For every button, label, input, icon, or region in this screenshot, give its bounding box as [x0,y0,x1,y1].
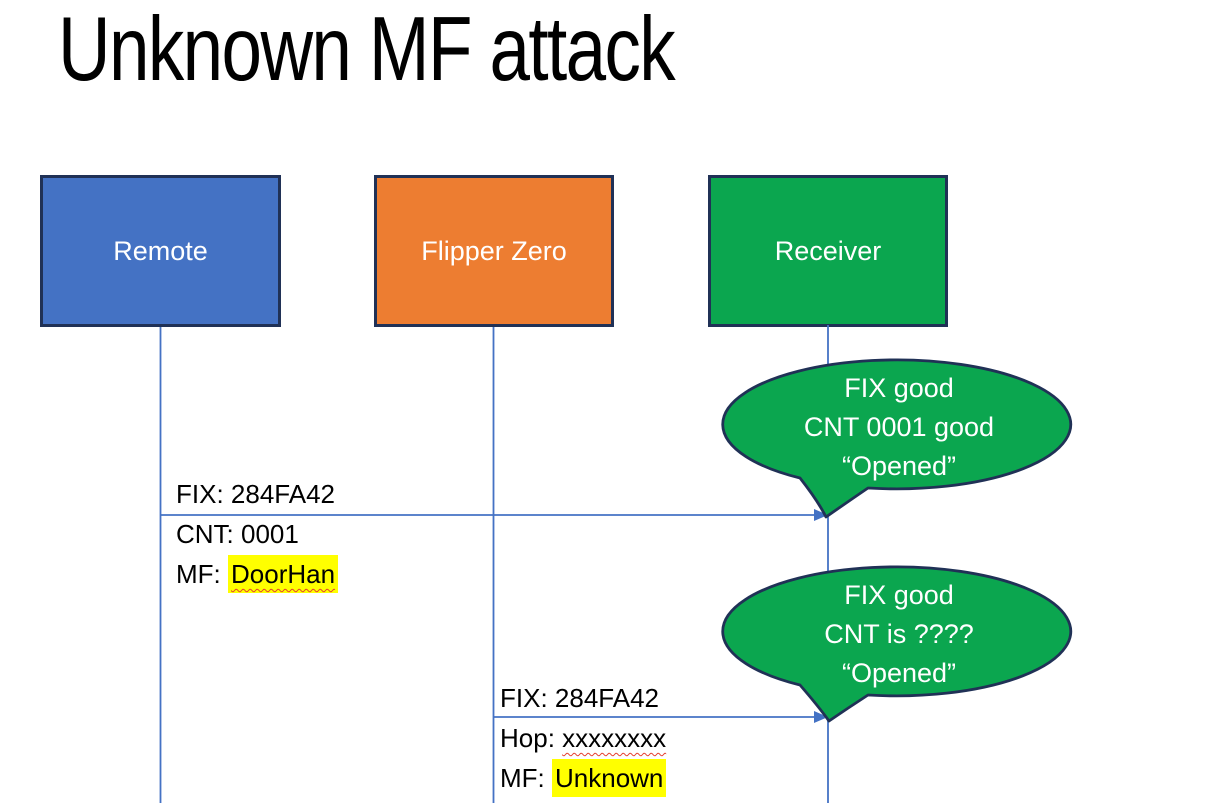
callout-line: CNT is ???? [824,619,974,649]
actor-box-remote: Remote [40,175,281,327]
actor-box-receiver: Receiver [708,175,948,327]
message-line-fix: FIX: 284FA42 [500,678,666,718]
callout-line: FIX good [844,580,954,610]
actor-label-receiver: Receiver [774,235,882,266]
callout-line: “Opened” [841,451,957,481]
arrowhead-icon [814,711,828,723]
message-line-fix: FIX: 284FA42 [176,474,338,514]
callout-line: FIX good [844,373,954,403]
callout-line: CNT 0001 good [803,412,995,442]
callout-line: “Opened” [841,658,957,688]
speech-bubble-1-text: FIX good CNT 0001 good “Opened” [727,369,1071,486]
actor-box-flipper-zero: Flipper Zero [374,175,614,327]
message-text: FIX: 284FA42 [176,479,335,509]
message-text: MF: [500,763,552,793]
message-line-hop: Hop: xxxxxxxx [500,718,666,758]
message-text: MF: [176,559,228,589]
actor-label-remote: Remote [113,235,208,266]
message-line-mf: MF: DoorHan [176,554,339,594]
speech-bubble-2-text: FIX good CNT is ???? “Opened” [727,576,1071,693]
message-line-mf: MF: Unknown [500,758,667,798]
message-text: Hop: [500,723,563,753]
slide-title: Unknown MF attack [58,0,676,100]
highlighted-text: DoorHan [228,555,339,593]
arrowhead-icon [814,509,828,521]
message-2-labels: FIX: 284FA42 Hop: xxxxxxxx MF: Unknown [500,678,667,798]
misspelled-text: xxxxxxxx [562,723,667,753]
highlighted-text: Unknown [552,759,667,797]
message-1-labels: FIX: 284FA42 CNT: 0001 MF: DoorHan [176,474,339,594]
message-text: FIX: 284FA42 [500,683,659,713]
message-line-cnt: CNT: 0001 [176,514,338,554]
actor-label-flipper-zero: Flipper Zero [421,235,567,266]
message-text: CNT: 0001 [176,519,299,549]
